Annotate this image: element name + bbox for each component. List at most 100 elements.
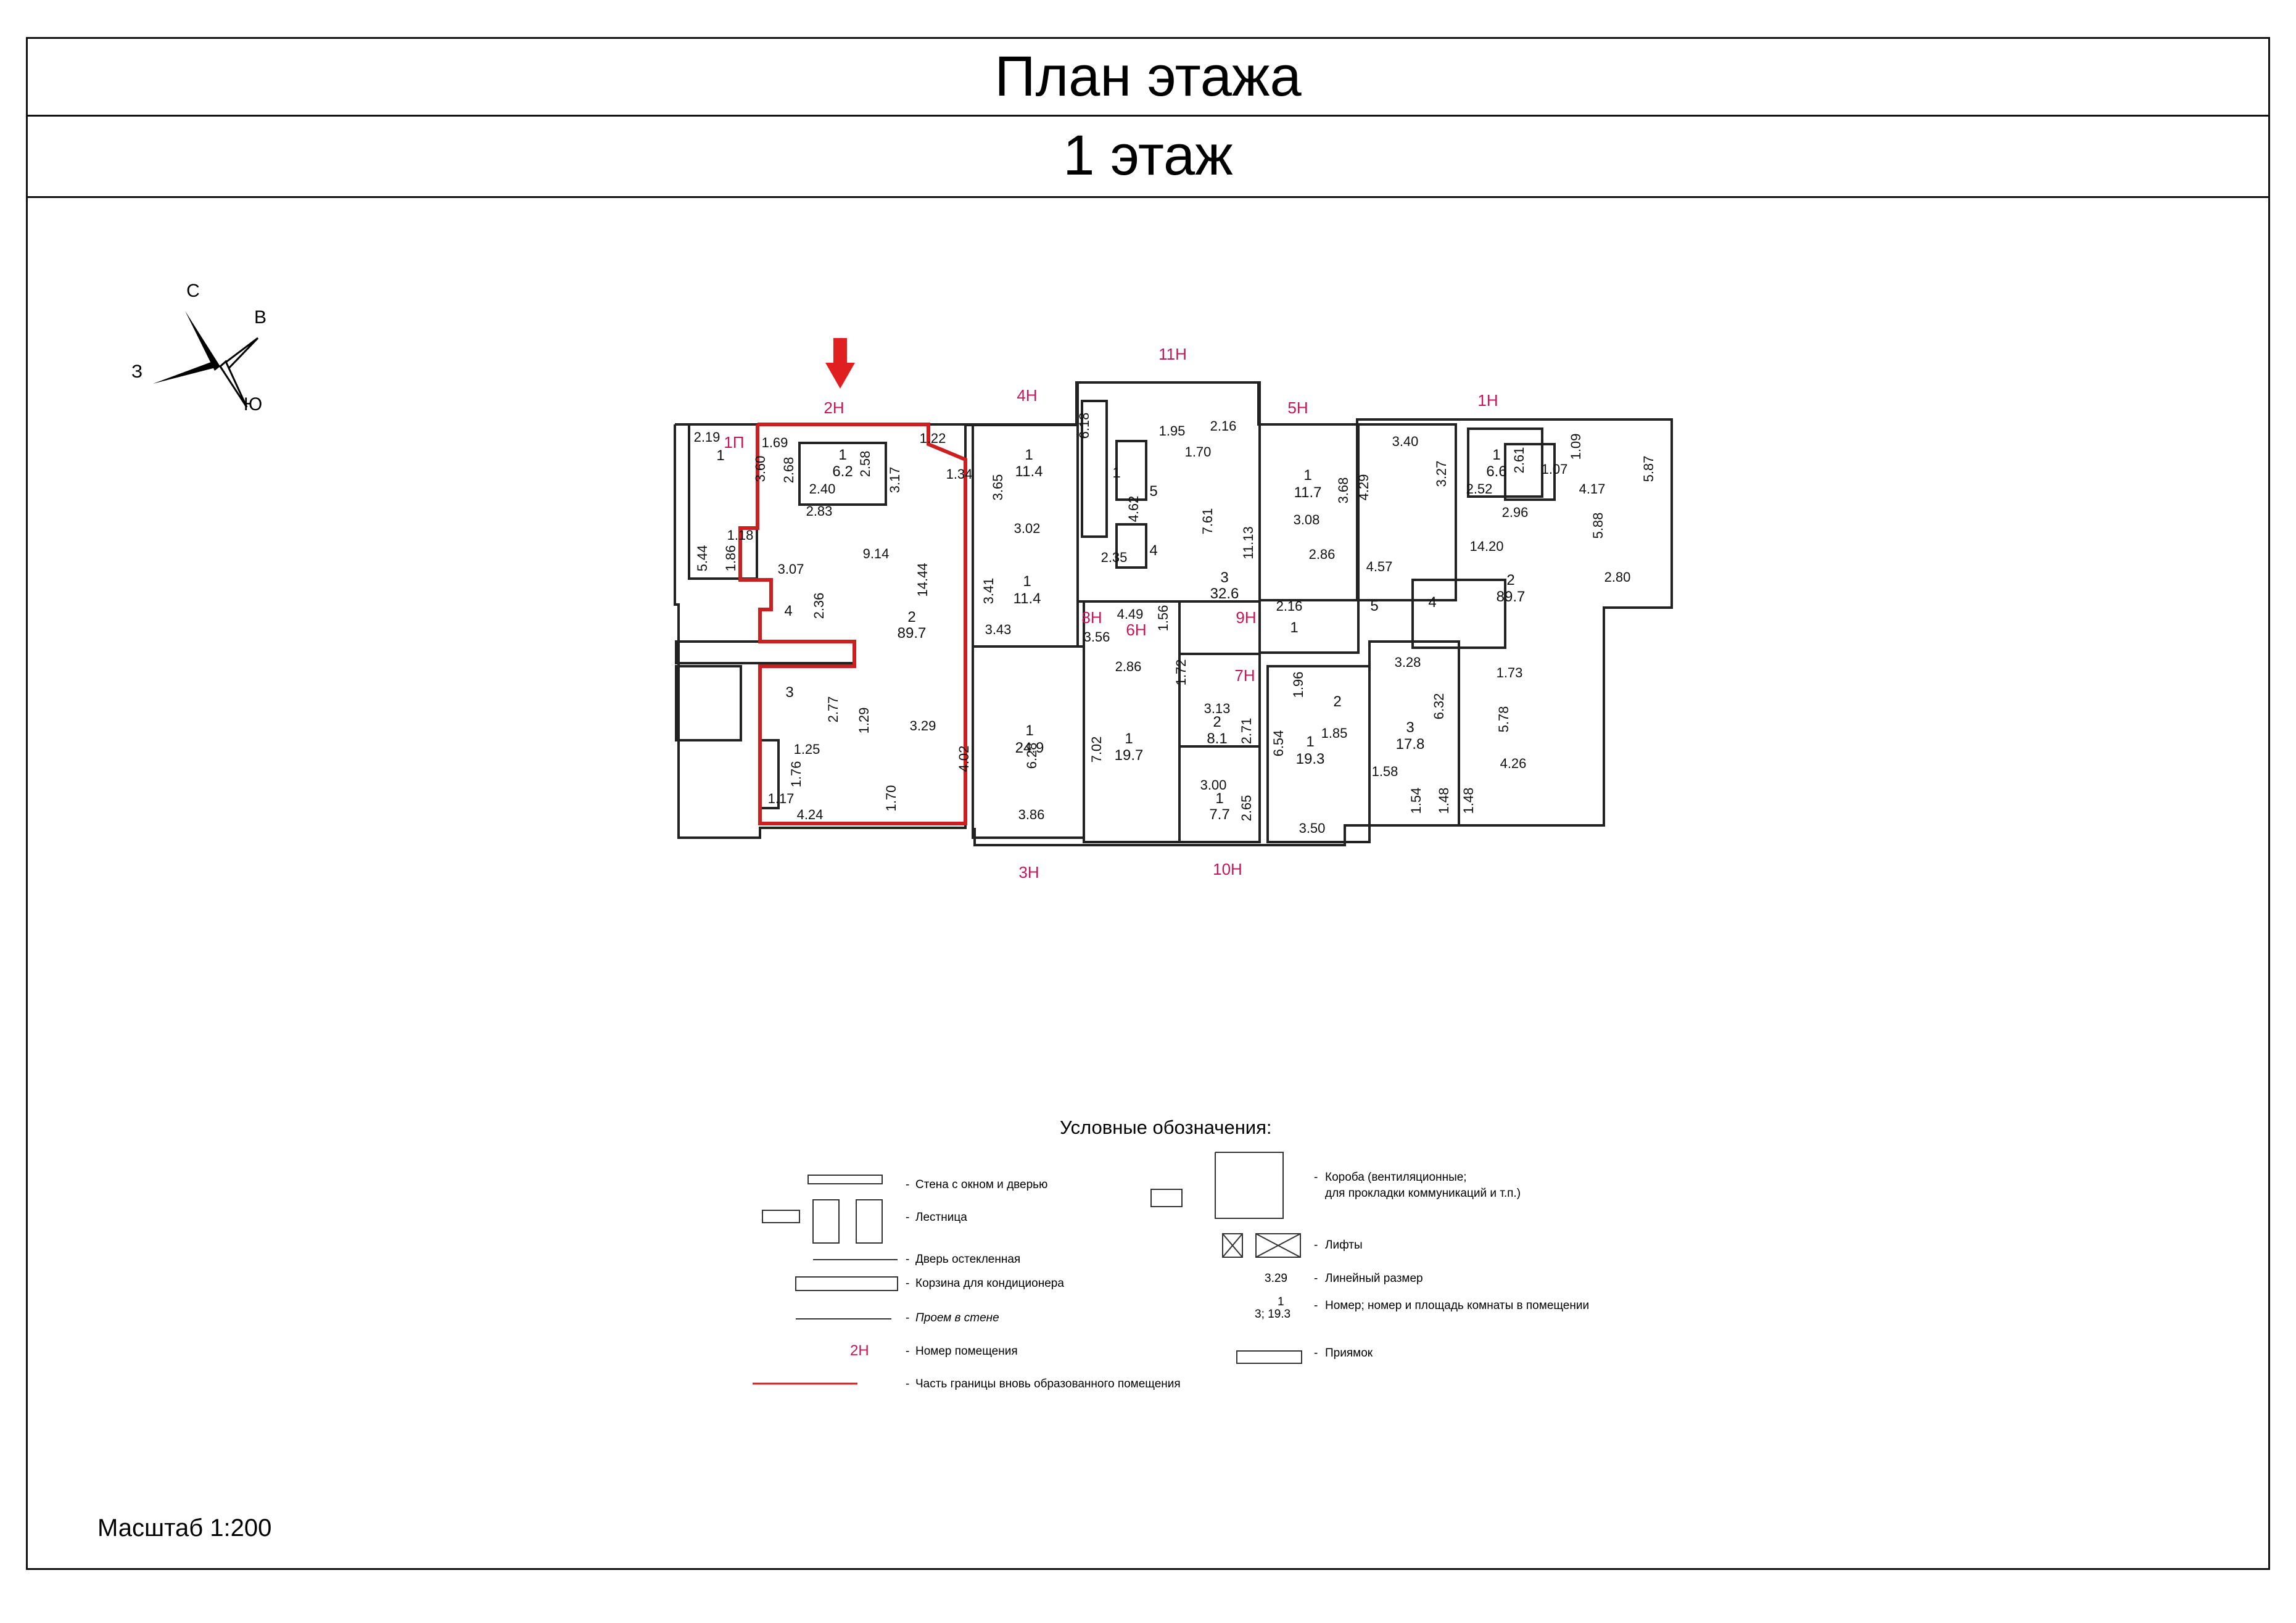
dimension-label: 14.20 [1469, 539, 1503, 554]
dimension-label: 2.52 [1466, 481, 1493, 497]
floor-label: 1 этаж [28, 115, 2268, 198]
room-number: 1 [1125, 730, 1133, 747]
dimension-label: 2.19 [694, 429, 721, 445]
legend-dash: - [906, 1377, 910, 1390]
dimension-label: 2.77 [825, 696, 841, 723]
dimension-label: 9.14 [863, 546, 890, 561]
dimension-label: 4.62 [1126, 496, 1141, 522]
legend-item: Корзина для кондиционера [915, 1277, 1064, 1290]
legend-dash: - [906, 1211, 910, 1224]
dimension-label: 3.27 [1434, 461, 1449, 487]
dimension-label: 6.18 [1076, 413, 1092, 439]
room-area: 89.7 [898, 625, 927, 642]
room-area: 11.4 [1015, 463, 1043, 480]
dimension-label: 4.26 [1500, 756, 1527, 771]
room-number: 1 [1112, 465, 1120, 481]
compass-needle-west [153, 360, 220, 384]
premise-label-1P: 1П [724, 433, 744, 452]
premise-label-11H: 11Н [1158, 345, 1187, 363]
dimension-label: 4.57 [1366, 559, 1393, 574]
legend-item: Номер помещения [915, 1345, 1018, 1358]
scale-label: Масштаб 1:200 [97, 1514, 272, 1542]
legend-room-number-sample: 1 [1278, 1295, 1284, 1308]
dimension-label: 3.43 [985, 622, 1012, 637]
legend-ac-basket-symbol [795, 1276, 898, 1291]
legend-dash: - [1314, 1299, 1318, 1312]
dimension-label: 1.85 [1321, 725, 1348, 741]
dimension-label: 1.34 [946, 466, 973, 482]
dimension-label: 2.16 [1276, 598, 1303, 614]
dimension-label: 3.60 [753, 456, 768, 482]
compass-north-label: С [186, 281, 200, 301]
legend-item: Проем в стене [915, 1311, 999, 1324]
dimension-label: 2.68 [781, 457, 796, 484]
legend-stair-symbol [762, 1210, 800, 1223]
legend-duct-symbol-2 [1215, 1152, 1284, 1219]
legend-dim-sample: 3.29 [1265, 1272, 1287, 1285]
legend-item: Лестница [915, 1211, 967, 1224]
legend-item: Лифты [1325, 1239, 1363, 1252]
room-number: 3 [1406, 719, 1414, 736]
compass: С В Ю З [131, 281, 266, 415]
dimension-label: 1.95 [1159, 423, 1186, 439]
room-area: 24.9 [1015, 740, 1044, 756]
room-area: 32.6 [1210, 585, 1239, 602]
dimension-label: 7.02 [1089, 737, 1104, 763]
legend-pit-symbol [1236, 1350, 1302, 1364]
premise-label-1H: 1Н [1477, 391, 1498, 410]
dimension-label: 6.54 [1271, 730, 1286, 757]
dimension-label: 1.58 [1372, 764, 1398, 779]
dimension-label: 11.13 [1241, 526, 1256, 559]
legend-dash: - [1314, 1171, 1318, 1184]
dimension-label: 3.13 [1204, 701, 1231, 716]
dimension-label: 3.56 [1084, 629, 1110, 645]
dimension-label: 4.02 [956, 746, 972, 772]
room-area: 11.4 [1014, 590, 1041, 607]
dimension-label: 4.29 [1356, 474, 1371, 501]
room-number: 2 [907, 609, 915, 626]
legend-item: Часть границы вновь образованного помеще… [915, 1377, 1181, 1390]
dimension-label: 3.00 [1200, 777, 1227, 793]
drawing-frame: План этажа 1 этаж [26, 37, 2270, 1570]
legend-item: Стена с окном и дверью [915, 1178, 1048, 1191]
dimension-label: 3.68 [1336, 477, 1351, 504]
legend-lift-symbol [1222, 1233, 1243, 1258]
dimension-label: 3.50 [1299, 820, 1326, 836]
room-number: 1 [1023, 573, 1031, 590]
dimension-label: 1.56 [1155, 605, 1171, 632]
legend-symbols [753, 1152, 1302, 1385]
legend-dash: - [1314, 1347, 1318, 1360]
entrance-arrow-icon [825, 338, 855, 389]
dimension-label: 1.70 [883, 785, 899, 812]
room-number: 1 [1303, 467, 1311, 484]
dimension-label: 3.07 [778, 561, 804, 577]
room-area: 17.8 [1396, 736, 1425, 753]
dimension-label: 1.72 [1173, 659, 1189, 686]
room-area: 7.7 [1209, 806, 1229, 823]
room-number: 3 [785, 684, 793, 701]
premise-label-3H: 3Н [1018, 863, 1039, 882]
dimension-label: 4.49 [1117, 606, 1144, 622]
legend-item: для прокладки коммуникаций и т.п.) [1325, 1187, 1521, 1200]
dimension-label: 2.40 [809, 481, 836, 497]
premise-label-2H: 2Н [824, 399, 844, 417]
dimension-label: 2.36 [811, 593, 827, 619]
compass-needle-north [185, 311, 220, 371]
dimension-label: 3.65 [990, 474, 1006, 501]
dimension-label: 2.83 [806, 503, 833, 519]
dimension-label: 2.96 [1502, 505, 1529, 520]
premise-2H-boundary [738, 423, 967, 825]
dimension-label: 1.48 [1461, 788, 1476, 814]
legend-item: Номер; номер и площадь комнаты в помещен… [1325, 1299, 1590, 1312]
room-number: 1 [1306, 733, 1314, 750]
dimension-label: 2.16 [1210, 418, 1237, 434]
premise-label-8H: 8Н [1081, 608, 1102, 627]
room-number: 1 [1290, 619, 1298, 636]
dimension-label: 1.76 [788, 761, 804, 788]
legend-dash: - [906, 1345, 910, 1358]
dimension-label: 4.17 [1579, 481, 1606, 497]
room-number: 2 [1213, 714, 1221, 730]
legend-item: Дверь остекленная [915, 1253, 1021, 1266]
room-area: 19.3 [1296, 751, 1325, 767]
